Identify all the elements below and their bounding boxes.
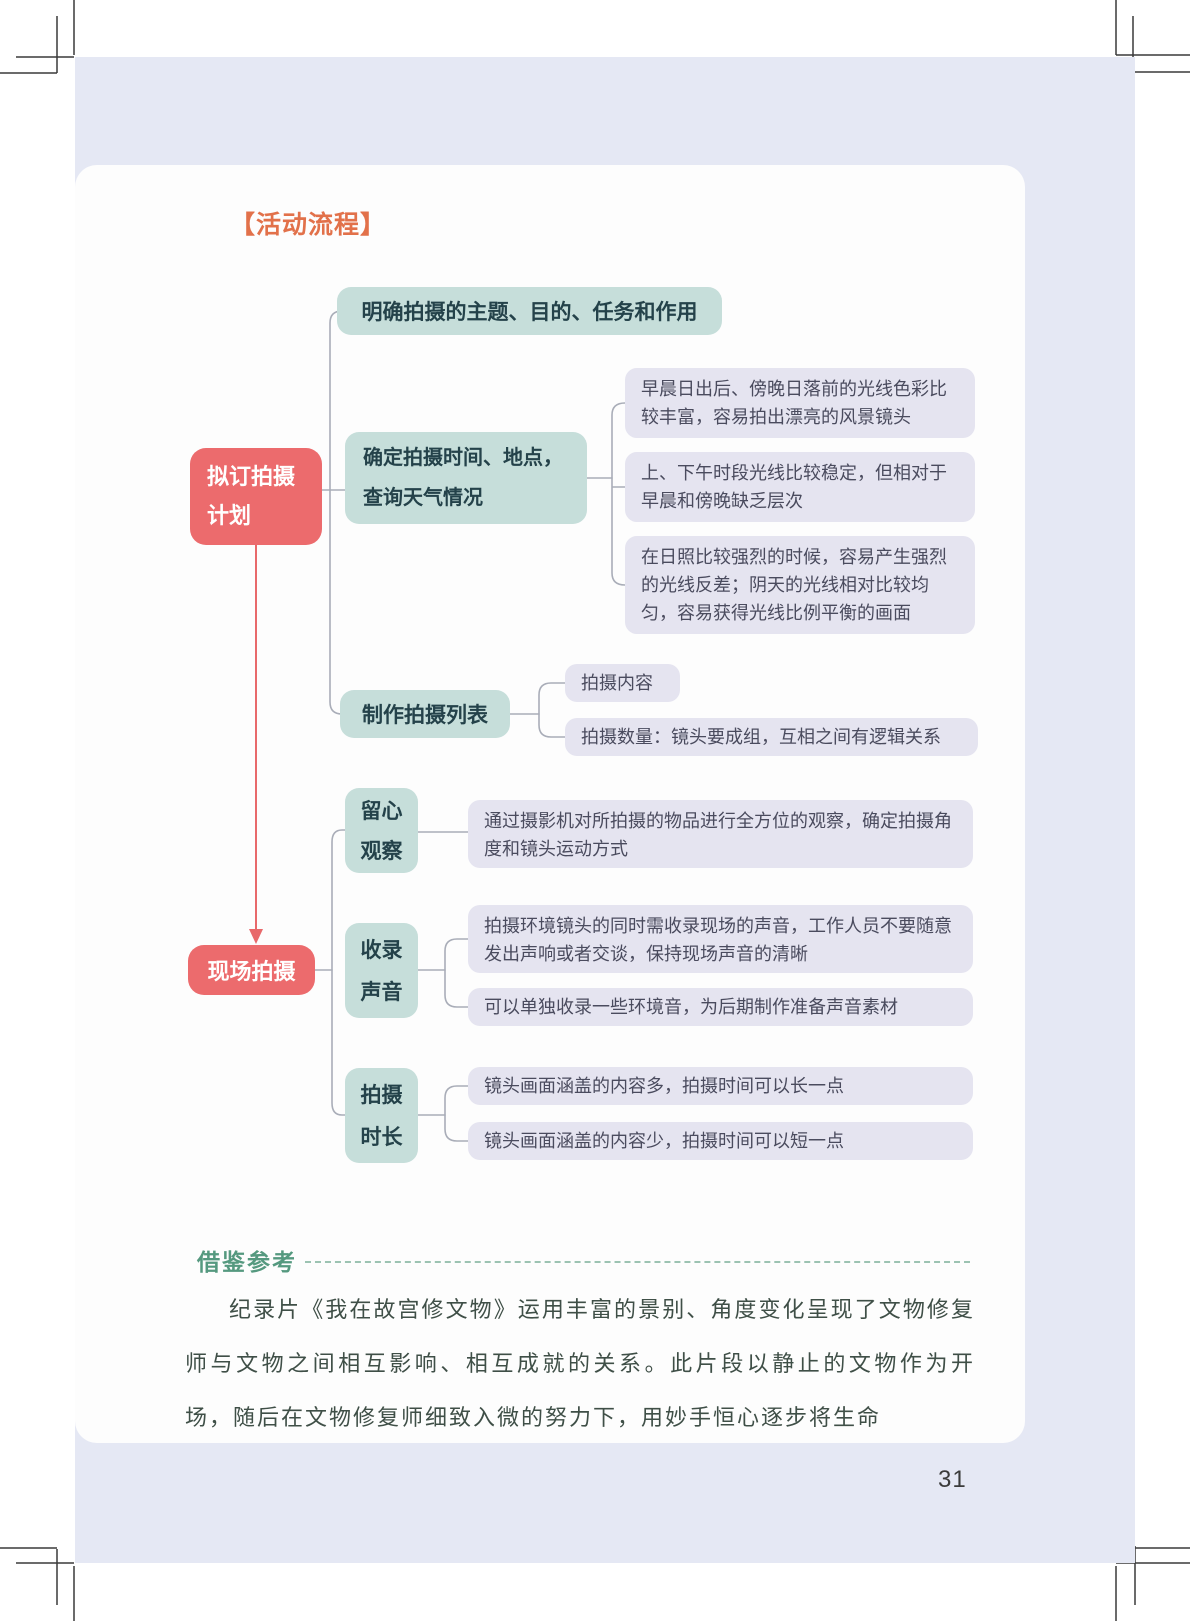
reference-dashed-line bbox=[305, 1261, 970, 1263]
detail-shoot-content: 拍摄内容 bbox=[565, 664, 680, 702]
connector-list-bracket bbox=[538, 682, 566, 738]
detail-shoot-quantity: 拍摄数量：镜头要成组，互相之间有逻辑关系 bbox=[565, 718, 978, 756]
connector-schedule-bracket bbox=[611, 402, 626, 586]
detail-afternoon-light: 上、下午时段光线比较稳定，但相对于早晨和傍晚缺乏层次 bbox=[625, 452, 975, 522]
node-record-audio: 收录 声音 bbox=[345, 923, 418, 1018]
content-panel: 【活动流程】 拟订拍摄 计划 现场拍摄 明确拍摄的主题、目的、任务和作用 确定拍… bbox=[75, 165, 1025, 1443]
detail-morning-light: 早晨日出后、傍晚日落前的光线色彩比较丰富，容易拍出漂亮的风景镜头 bbox=[625, 368, 975, 438]
connector-record-bracket bbox=[444, 938, 469, 1008]
node-on-site-shooting: 现场拍摄 bbox=[188, 945, 315, 995]
node-schedule-weather: 确定拍摄时间、地点， 查询天气情况 bbox=[345, 432, 587, 524]
connector-onsite-bracket bbox=[331, 829, 346, 1116]
node-shot-list: 制作拍摄列表 bbox=[340, 690, 510, 738]
section-tag: 【活动流程】 bbox=[230, 211, 387, 239]
detail-strong-light: 在日照比较强烈的时候，容易产生强烈的光线反差；阴天的光线相对比较均匀，容易获得光… bbox=[625, 536, 975, 634]
node-clarify-theme: 明确拍摄的主题、目的、任务和作用 bbox=[337, 287, 722, 335]
node-duration: 拍摄 时长 bbox=[345, 1068, 418, 1163]
node-plan-shooting: 拟订拍摄 计划 bbox=[190, 448, 322, 545]
detail-record-live: 拍摄环境镜头的同时需收录现场的声音，工作人员不要随意发出声响或者交谈，保持现场声… bbox=[468, 905, 973, 973]
detail-record-ambient: 可以单独收录一些环境音，为后期制作准备声音素材 bbox=[468, 988, 973, 1026]
reference-paragraph: 纪录片《我在故宫修文物》运用丰富的景别、角度变化呈现了文物修复师与文物之间相互影… bbox=[185, 1297, 975, 1430]
node-observe: 留心 观察 bbox=[345, 788, 418, 873]
connector-duration-bracket bbox=[444, 1085, 469, 1142]
reference-heading: 借鉴参考 bbox=[197, 1249, 297, 1275]
detail-duration-long: 镜头画面涵盖的内容多，拍摄时间可以长一点 bbox=[468, 1067, 973, 1105]
page-number: 31 bbox=[938, 1466, 967, 1493]
detail-observe-method: 通过摄影机对所拍摄的物品进行全方位的观察，确定拍摄角度和镜头运动方式 bbox=[468, 800, 973, 868]
detail-duration-short: 镜头画面涵盖的内容少，拍摄时间可以短一点 bbox=[468, 1122, 973, 1160]
stage-flow-arrow bbox=[249, 544, 263, 944]
connector-plan-bracket bbox=[329, 310, 343, 715]
